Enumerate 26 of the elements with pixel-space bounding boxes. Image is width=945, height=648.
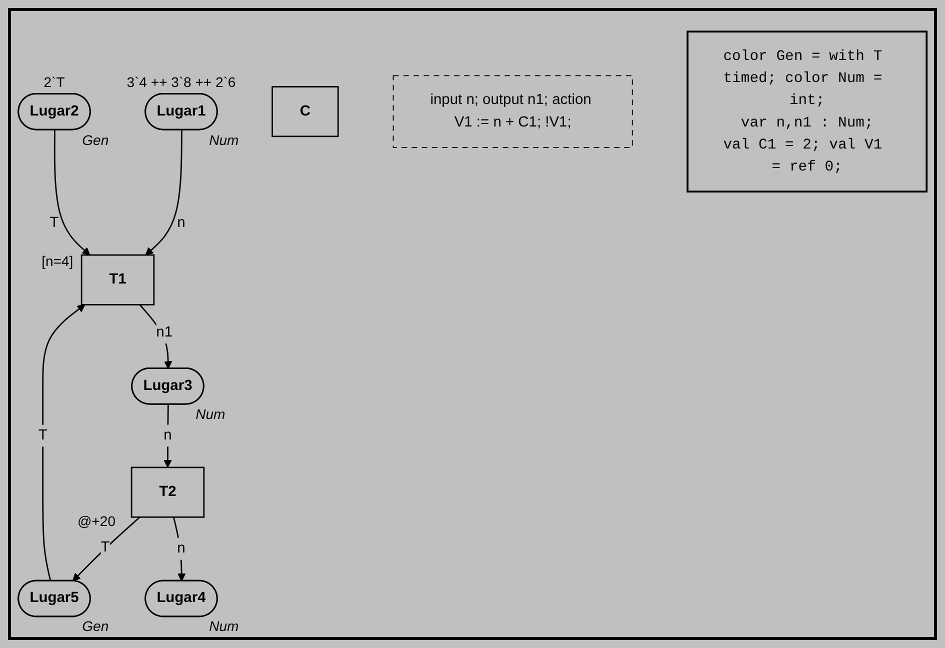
inscription-text: 2`T: [42, 74, 67, 90]
arrow: [145, 130, 182, 256]
arrow: [139, 304, 172, 369]
arrow: [42, 304, 86, 582]
inscription-text: @+20: [76, 513, 118, 530]
edge-label: n: [164, 427, 172, 444]
type-annotation: Num: [207, 618, 241, 634]
inscription-text: 3`4 ++ 3`8 ++ 2`6: [124, 74, 238, 90]
arrow: [54, 130, 90, 256]
edge-label: n1: [156, 324, 173, 340]
edge-label: T: [50, 215, 59, 231]
node-box: C: [272, 86, 339, 138]
type-annotation: Gen: [80, 618, 111, 634]
inscription-text: [n=4]: [40, 253, 76, 270]
type-annotation: Num: [194, 406, 228, 422]
edge-label: n: [177, 540, 186, 556]
node-box: color Gen = with T timed; color Num = int; var n,n1 : Num; val C1 = 2; val V1 = ref 0;: [686, 30, 928, 192]
node-box: T1: [80, 254, 155, 306]
edge-label: n: [177, 215, 186, 231]
node-box: input n; output n1; action V1 := n + C1; !V1;: [392, 75, 633, 148]
edge-label: T: [38, 427, 48, 444]
arrow: [172, 516, 186, 582]
node-box: T2: [130, 466, 205, 518]
arrow: [72, 516, 140, 582]
arrow: [164, 404, 172, 468]
edge-label: T: [100, 540, 110, 556]
